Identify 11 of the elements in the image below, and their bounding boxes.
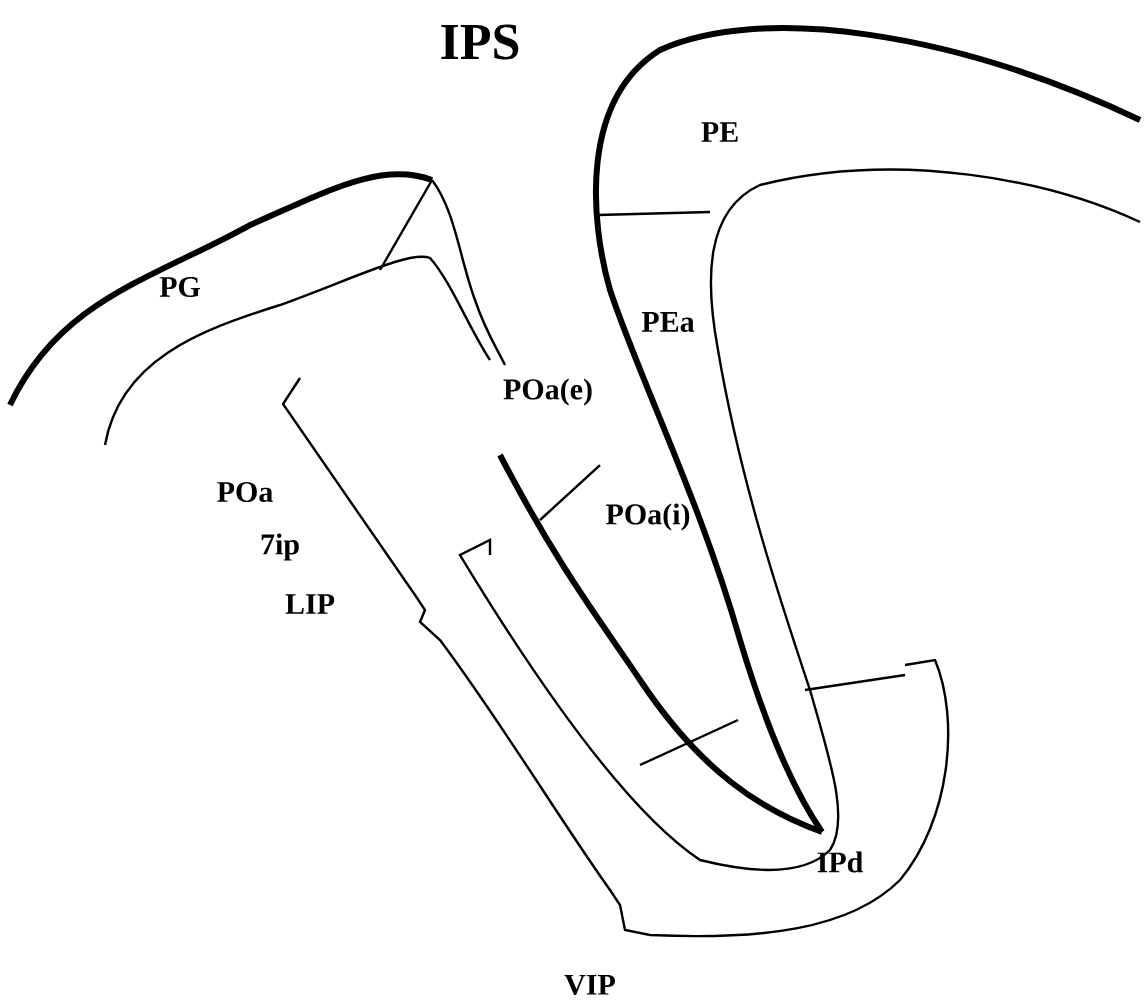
title: IPS xyxy=(441,24,519,60)
region-label: 7ip xyxy=(261,533,299,561)
region-label: VIP xyxy=(564,974,615,996)
region-label: POa xyxy=(217,481,273,503)
region-label: POa(e) xyxy=(503,378,592,406)
region-label: IPd xyxy=(817,851,863,873)
region-label: PE xyxy=(701,122,738,142)
region-label: LIP xyxy=(285,594,335,614)
region-label: PEa xyxy=(641,312,695,332)
region-label: PG xyxy=(159,276,200,298)
region-label: POa(i) xyxy=(606,503,690,531)
